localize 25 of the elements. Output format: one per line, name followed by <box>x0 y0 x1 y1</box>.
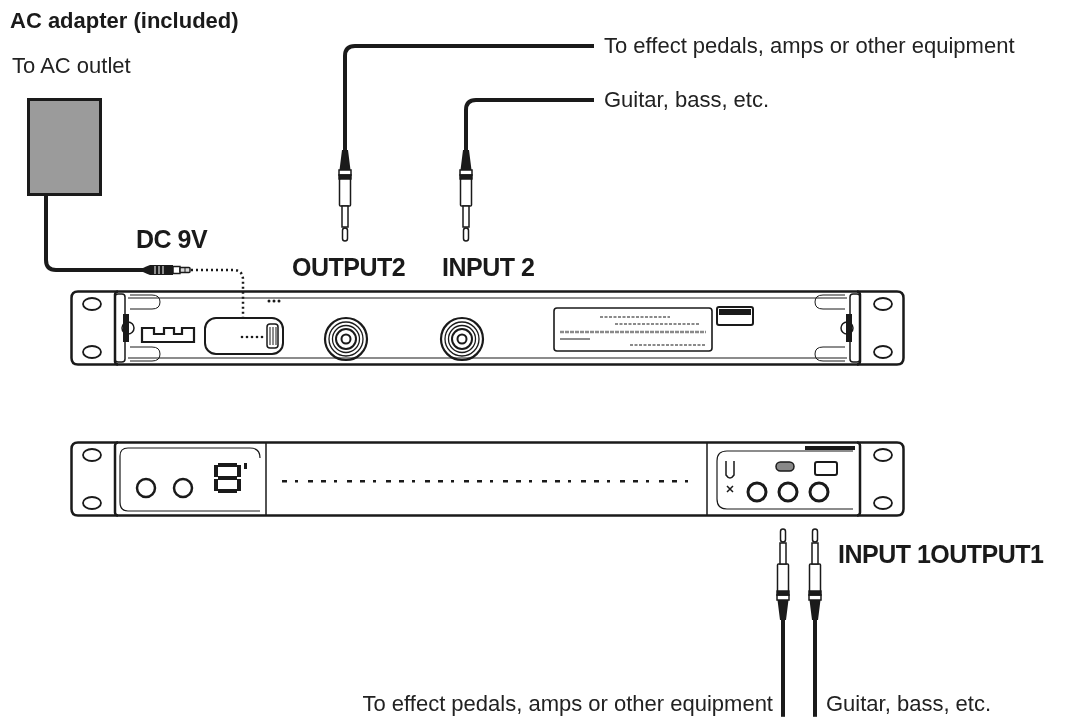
jack-plug-icon <box>337 150 353 242</box>
cable-destination-label: Guitar, bass, etc. <box>826 688 992 720</box>
dc-jack-icon <box>204 317 284 355</box>
cable <box>464 98 594 150</box>
adapter-note: To AC outlet <box>12 52 131 80</box>
ac-adapter <box>27 98 102 196</box>
cable <box>44 196 143 272</box>
jack-label: OUTPUT2 <box>292 252 406 282</box>
adapter-title: AC adapter (included) <box>10 7 239 35</box>
cable-destination-label: To effect pedals, amps or other equipment <box>604 30 1015 62</box>
jack-label: INPUT 1OUTPUT1 <box>838 539 1044 569</box>
jack-label: INPUT 2 <box>442 252 535 282</box>
rack-unit-front-panel <box>70 441 905 517</box>
dotted-guide-line <box>191 268 245 317</box>
cable <box>781 620 785 717</box>
dc-plug-icon <box>143 262 191 278</box>
cable <box>813 620 817 717</box>
cable <box>343 44 594 150</box>
rack-unit-rear-panel <box>70 290 905 366</box>
jack-plug-icon <box>458 150 474 242</box>
cable-destination-label: Guitar, bass, etc. <box>604 84 770 116</box>
jack-label: DC 9V <box>136 224 208 254</box>
jack-plug-icon <box>775 528 791 620</box>
jack-plug-icon <box>807 528 823 620</box>
cable-destination-label: To effect pedals, amps or other equipment <box>362 688 773 720</box>
